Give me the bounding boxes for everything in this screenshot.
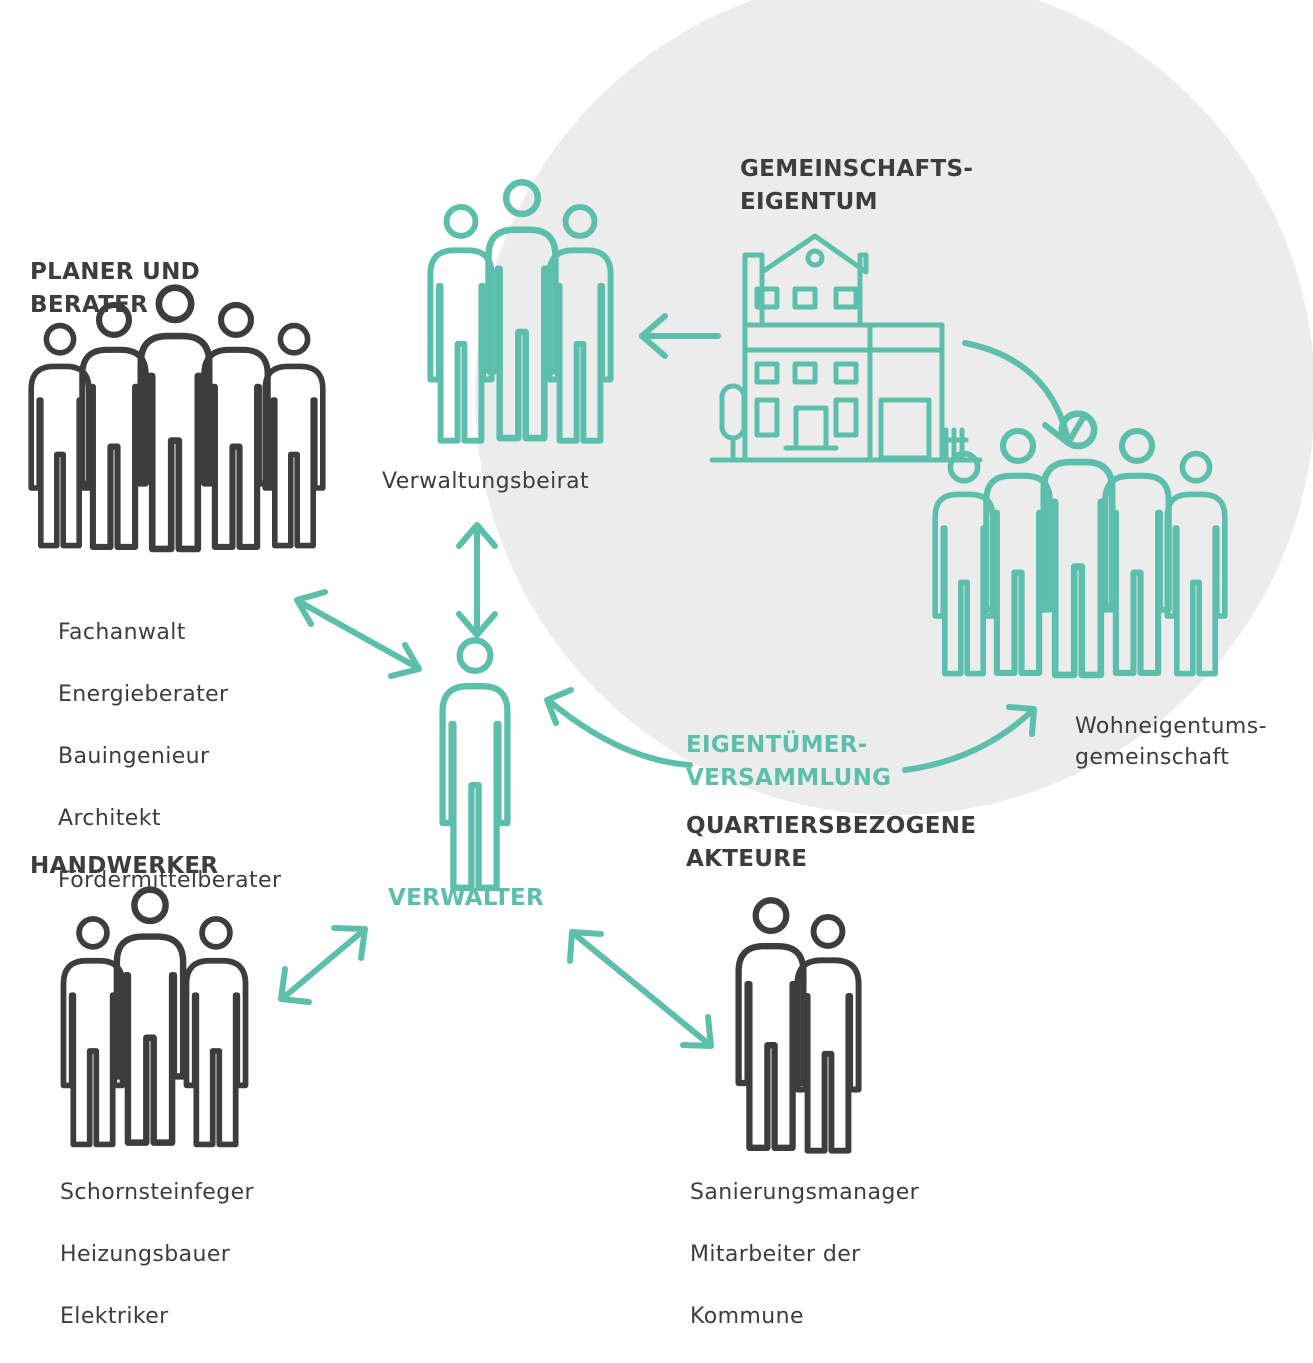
arrow-building-to-advisory-board (639, 313, 721, 359)
district-list: Sanierungsmanager Mitarbeiter der Kommun… (690, 1146, 919, 1363)
district-item: Mitarbeiter der (690, 1242, 861, 1267)
arrow-planners-manager (294, 589, 422, 679)
planners-item: Energieberater (58, 682, 229, 707)
planners-item: Architekt (58, 806, 161, 831)
craftsmen-people-icon (63, 890, 245, 1145)
craftsmen-item: Schornsteinfeger (60, 1180, 254, 1205)
district-title: QUARTIERSBEZOGENE AKTEURE (686, 813, 977, 872)
ownership-title: GEMEINSCHAFTS- EIGENTUM (740, 156, 974, 215)
manager-label: VERWALTER (388, 885, 545, 911)
craftsmen-list: Schornsteinfeger Heizungsbauer Elektrike… (60, 1146, 254, 1363)
craftsmen-item: Elektriker (60, 1304, 169, 1329)
district-people-icon (739, 900, 859, 1150)
owners-association-label: Wohneigentums- gemeinschaft (1075, 714, 1267, 770)
craftsmen-item: Heizungsbauer (60, 1242, 231, 1267)
district-item: Sanierungsmanager (690, 1180, 920, 1205)
stakeholder-diagram (0, 0, 1313, 1235)
arrow-building-to-owners-association (962, 340, 1086, 446)
planners-item: Fördermittelberater (58, 868, 282, 893)
planners-people-icon (31, 288, 323, 549)
craftsmen-title: HANDWERKER (30, 853, 219, 879)
district-item: Kommune (690, 1304, 804, 1329)
arrow-manager-district (567, 929, 714, 1049)
planners-title: PLANER UND BERATER (30, 259, 201, 318)
planners-list: Fachanwalt Energieberater Bauingenieur A… (58, 586, 281, 927)
advisory-board-label: Verwaltungsbeirat (382, 469, 590, 494)
arrow-advisory-board-manager (456, 522, 498, 638)
manager-person-icon (443, 640, 508, 888)
apartment-building-icon (709, 233, 983, 463)
planners-item: Fachanwalt (58, 620, 186, 645)
arrow-owners-meeting (544, 687, 1037, 773)
arrow-craftsmen-manager (278, 925, 368, 1005)
owners-meeting-label: EIGENTÜMER- VERSAMMLUNG (686, 732, 892, 791)
planners-item: Bauingenieur (58, 744, 210, 769)
